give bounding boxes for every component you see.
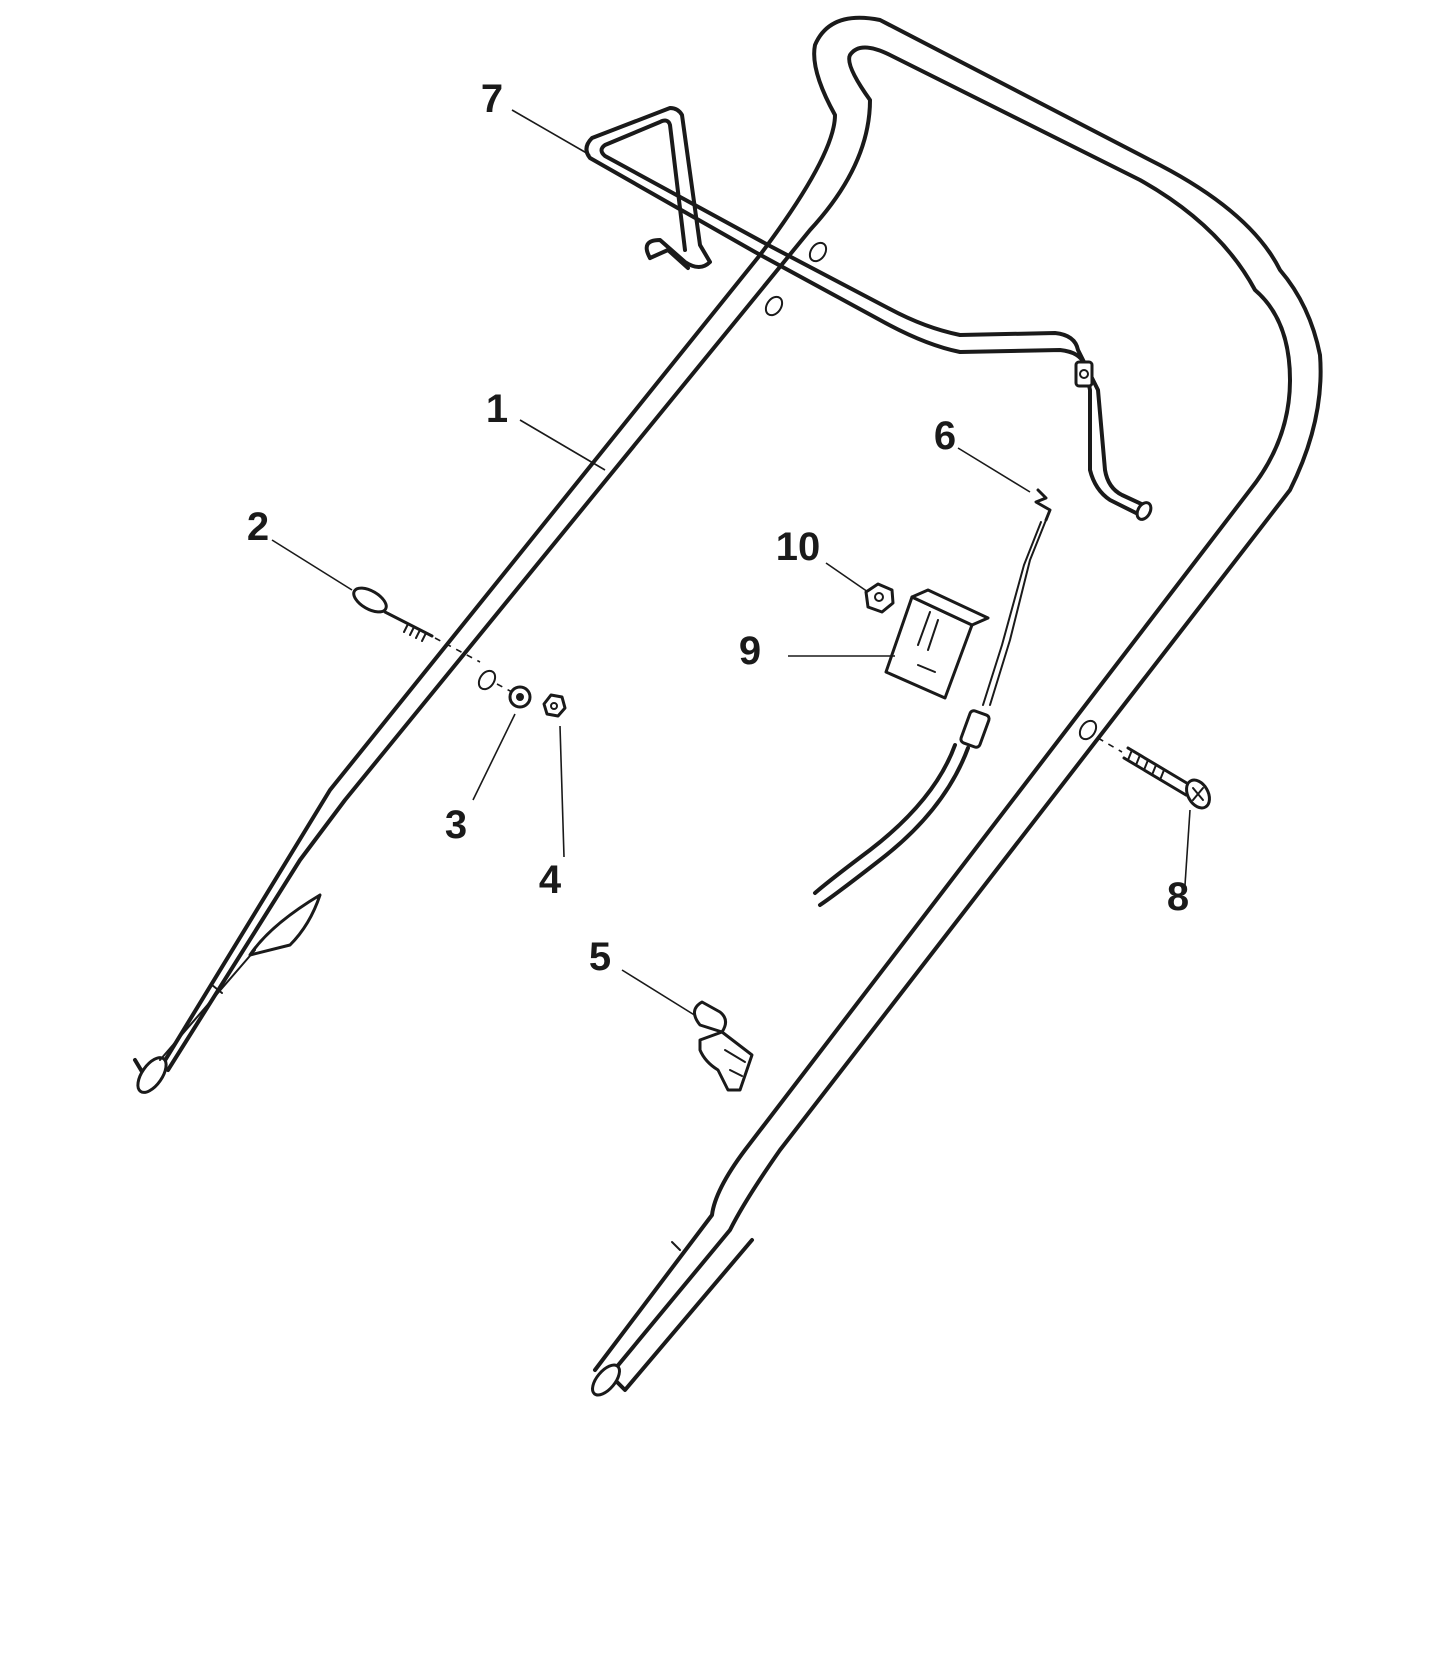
cable-outer-sheath-2	[813, 743, 957, 895]
control-cable	[813, 488, 1052, 907]
clip-5-detail	[724, 1049, 746, 1077]
cable-clip-part-5	[693, 1000, 754, 1092]
leader-4	[559, 725, 565, 858]
upper-handle-outer-edge	[133, 15, 1323, 1392]
nut-4-hole	[550, 702, 558, 710]
callout-10: 10	[776, 525, 821, 569]
nut-10-hole	[874, 592, 884, 602]
leader-3	[472, 713, 516, 801]
eye-bolt-loop	[352, 586, 388, 614]
nut-10-body	[864, 582, 895, 614]
screw-part-8	[1122, 746, 1211, 810]
upper-handle	[133, 15, 1323, 1397]
leader-8	[1184, 809, 1191, 886]
clip-9-slot	[917, 611, 939, 673]
clip-9-top	[910, 588, 990, 627]
screw-8-thread	[1127, 749, 1165, 781]
cable-clip-part-9	[884, 588, 990, 700]
leader-10	[825, 562, 869, 593]
washer-3-hole	[516, 693, 524, 701]
bail-pivot-hole	[1079, 369, 1089, 379]
leader-6	[957, 447, 1031, 493]
left-tube-notch	[211, 984, 223, 994]
cable-z-hook	[1034, 488, 1052, 522]
callout-2: 2	[247, 505, 269, 549]
cable-inner-wire	[989, 519, 1047, 706]
callout-8: 8	[1167, 875, 1189, 919]
handle-hole-left	[477, 669, 497, 691]
left-tube-end	[136, 1056, 168, 1094]
alignment-line-bolt-2	[434, 637, 481, 663]
bail-bar-end	[1135, 501, 1153, 521]
leader-2	[271, 539, 353, 591]
screw-8-drive	[1192, 787, 1204, 801]
cable-outer-sheath	[818, 746, 970, 907]
nut-part-10	[864, 582, 895, 614]
callout-5: 5	[589, 935, 611, 979]
alignment-line-washer-3	[496, 683, 513, 693]
right-tube-end	[591, 1363, 621, 1397]
callout-4: 4	[539, 858, 562, 902]
bail-pivot-clip	[1074, 360, 1094, 388]
callout-3: 3	[445, 803, 467, 847]
left-tube-swage-line	[159, 949, 256, 1061]
handle-hole-right	[1078, 719, 1098, 741]
right-tube-notch	[671, 1241, 681, 1251]
clip-5-body	[693, 1000, 727, 1034]
nut-4-body	[542, 693, 567, 718]
callout-1: 1	[486, 387, 508, 431]
bail-bar-outer	[584, 106, 1142, 517]
leader-7	[511, 109, 591, 156]
bail-bar-inner	[599, 118, 1150, 509]
washer-part-3	[508, 685, 532, 709]
screw-8-shank	[1122, 746, 1192, 797]
alignment-line-screw-8	[1097, 737, 1123, 753]
callout-9: 9	[739, 629, 761, 673]
callout-7: 7	[481, 77, 503, 121]
left-tube-swage	[248, 893, 322, 957]
leader-5	[621, 969, 697, 1017]
handle-hole-upper-1	[808, 241, 828, 263]
cable-inner-wire-2	[982, 521, 1042, 706]
leader-1	[519, 419, 606, 471]
upper-handle-inner-edge	[166, 45, 1292, 1372]
callout-6: 6	[934, 414, 956, 458]
bail-bar	[584, 106, 1153, 521]
handle-hole-upper-2	[764, 295, 784, 317]
eye-bolt-thread	[403, 623, 427, 642]
eye-bolt-part-2	[352, 586, 434, 642]
nut-part-4	[542, 693, 567, 718]
cable-ferrule	[959, 709, 991, 749]
